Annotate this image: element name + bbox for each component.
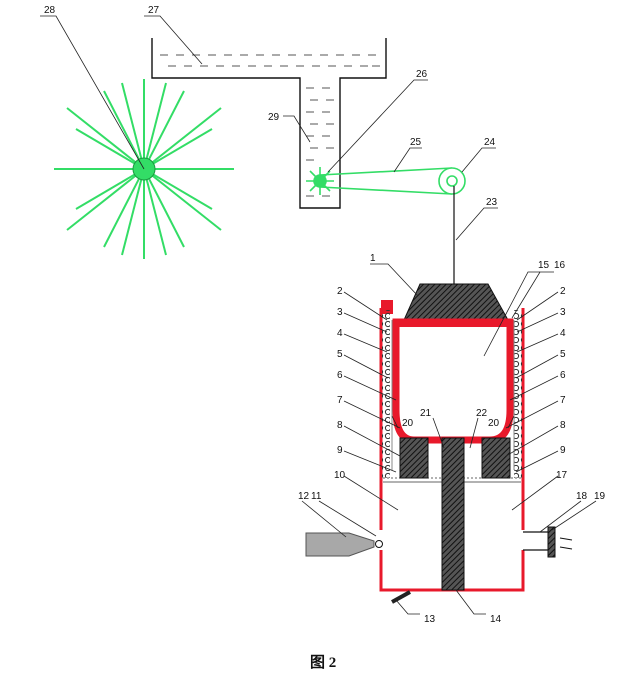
label-27: 27 [148, 5, 160, 16]
label-9-left: 9 [337, 445, 343, 456]
label-5-right: 5 [560, 349, 566, 360]
figure-caption: 图 2 [310, 654, 336, 671]
label-9-right: 9 [560, 445, 566, 456]
label-5-left: 5 [337, 349, 343, 360]
label-13: 13 [424, 614, 436, 625]
label-15: 15 [538, 260, 550, 271]
label-2-right: 2 [560, 286, 566, 297]
label-6-left: 6 [337, 370, 343, 381]
label-3-right: 3 [560, 307, 566, 318]
label-18: 18 [576, 491, 588, 502]
label-29: 29 [268, 112, 280, 123]
label-12: 12 [298, 491, 310, 502]
label-17: 17 [556, 470, 568, 481]
water-dashes [160, 54, 380, 197]
label-7-left: 7 [337, 395, 343, 406]
label-23: 23 [486, 197, 498, 208]
label-22: 22 [476, 408, 488, 419]
reactor-vessel [305, 283, 573, 604]
label-25: 25 [410, 137, 422, 148]
label-26: 26 [416, 69, 428, 80]
label-20-right: 20 [488, 418, 500, 429]
label-7-right: 7 [560, 395, 566, 406]
label-6-right: 6 [560, 370, 566, 381]
label-4-left: 4 [337, 328, 343, 339]
label-8-left: 8 [337, 420, 343, 431]
water-tank [151, 38, 387, 209]
small-wheel [306, 167, 334, 195]
label-14: 14 [490, 614, 502, 625]
label-8-right: 8 [560, 420, 566, 431]
label-19: 19 [594, 491, 606, 502]
label-24: 24 [484, 137, 496, 148]
leader-lines [40, 15, 597, 615]
part-labels: 28 27 29 26 25 24 23 1 15 16 2 3 4 5 6 7… [44, 5, 606, 625]
label-20-left: 20 [402, 418, 414, 429]
belt-drive [306, 167, 466, 286]
label-10: 10 [334, 470, 346, 481]
label-3-left: 3 [337, 307, 343, 318]
label-1: 1 [370, 253, 376, 264]
label-21: 21 [420, 408, 432, 419]
label-28: 28 [44, 5, 56, 16]
label-4-right: 4 [560, 328, 566, 339]
label-16: 16 [554, 260, 566, 271]
label-2-left: 2 [337, 286, 343, 297]
label-11: 11 [311, 491, 322, 502]
